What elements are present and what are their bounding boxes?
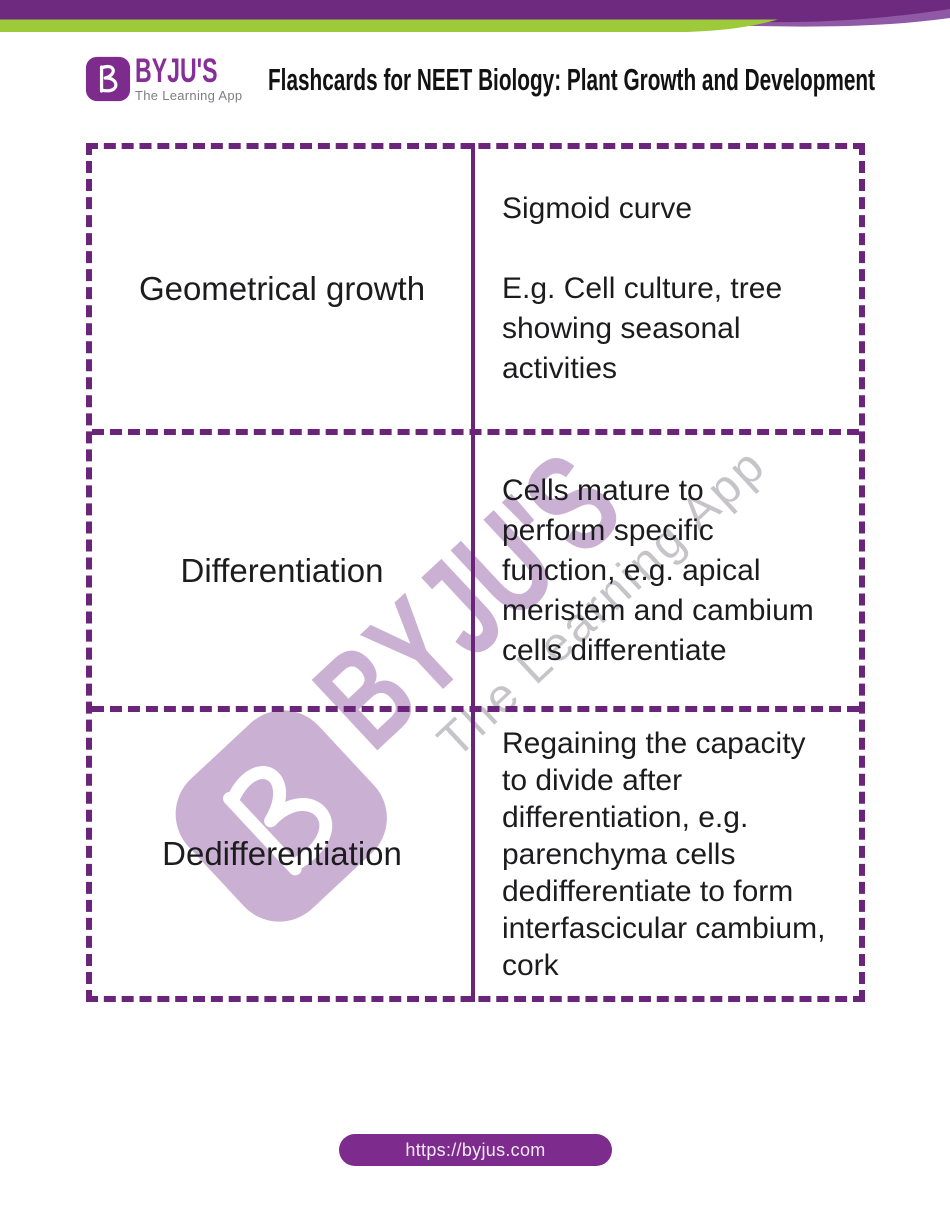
site-url-pill[interactable]: https://byjus.com: [339, 1134, 612, 1166]
logo-text: BYJU'S The Learning App: [135, 52, 256, 103]
definition-cell: Cells mature to perform specific functio…: [472, 435, 859, 706]
header-swoosh: [0, 0, 950, 32]
table-row: Differentiation Cells mature to perform …: [92, 429, 859, 706]
definition-line: dedifferentiate to form: [502, 874, 794, 908]
definition-line: meristem and cambium: [502, 593, 814, 627]
definition-line: function, e.g. apical: [502, 553, 761, 587]
term-cell: Dedifferentiation: [92, 712, 472, 996]
definition-line: parenchyma cells: [502, 837, 736, 871]
definition-line: cells differentiate: [502, 633, 727, 667]
term-label: Differentiation: [180, 551, 384, 589]
term-label: Dedifferentiation: [162, 835, 402, 872]
definition-line: cork: [502, 948, 559, 982]
logo-wordmark: BYJU'S: [135, 52, 218, 90]
site-url: https://byjus.com: [405, 1139, 546, 1160]
definition-cell: Regaining the capacity to divide after d…: [472, 712, 859, 996]
watermark-badge-icon: [175, 710, 387, 922]
term-cell: Geometrical growth: [92, 149, 472, 429]
definition-line: Sigmoid curve: [502, 192, 693, 225]
byjus-logo: BYJU'S The Learning App: [85, 52, 256, 103]
page-title: Flashcards for NEET Biology: Plant Growt…: [268, 62, 876, 97]
definition-cell: Sigmoid curve E.g. Cell culture, tree sh…: [472, 149, 859, 429]
definition-line: Cells mature to: [502, 473, 704, 507]
logo-tagline: The Learning App: [135, 88, 243, 103]
definition-line: to divide after: [502, 763, 683, 797]
table-row: Geometrical growth Sigmoid curve E.g. Ce…: [92, 149, 859, 429]
definition-line: perform specific: [502, 513, 714, 547]
term-cell: Differentiation: [92, 435, 472, 706]
definition-line: differentiation, e.g.: [502, 800, 749, 834]
definition-line: [502, 229, 859, 269]
byjus-badge-icon: [85, 56, 131, 102]
definition-line: E.g. Cell culture, tree: [502, 272, 783, 305]
flashcard-table: Geometrical growth Sigmoid curve E.g. Ce…: [86, 143, 865, 1002]
definition-line: showing seasonal: [502, 312, 741, 345]
term-label: Geometrical growth: [138, 270, 426, 307]
definition-line: interfascicular cambium,: [502, 911, 826, 945]
column-divider: [471, 143, 475, 1002]
definition-line: activities: [502, 352, 618, 385]
table-row: Dedifferentiation Regaining the capacity…: [92, 706, 859, 996]
byjus-watermark: BYJU'S The Learning App: [151, 333, 790, 946]
definition-line: Regaining the capacity: [502, 726, 806, 760]
